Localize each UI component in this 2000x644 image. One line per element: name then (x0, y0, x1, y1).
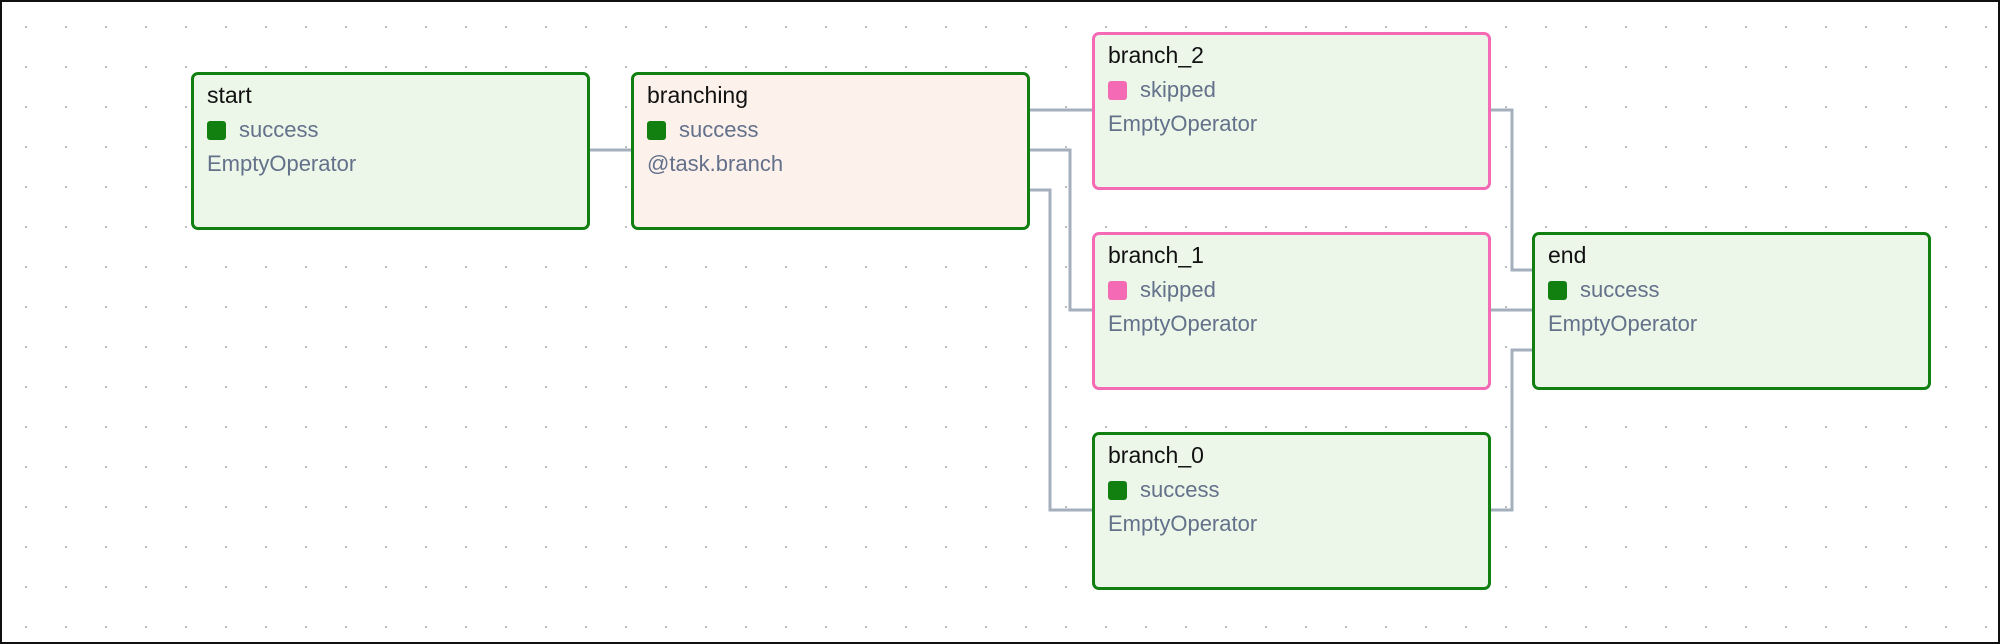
state-text: success (239, 117, 319, 142)
task-label: branching (647, 82, 749, 108)
operator-name: EmptyOperator (1108, 111, 1258, 136)
task-state: success (647, 116, 758, 144)
state-square-icon (647, 120, 666, 140)
edge-branch_0-end (1491, 348, 1533, 512)
state-square-icon (207, 120, 226, 140)
task-state: skipped (1108, 76, 1216, 104)
state-text: success (1140, 477, 1220, 502)
edge-branching-branch_0 (1029, 188, 1093, 512)
task-label: branch_2 (1108, 42, 1204, 68)
task-node-branch_0[interactable]: branch_0 success EmptyOperator (1092, 432, 1491, 590)
state-square-icon (1108, 80, 1127, 100)
task-node-branch_2[interactable]: branch_2 skipped EmptyOperator (1092, 32, 1491, 190)
task-label: branch_1 (1108, 242, 1204, 268)
edge-branching-branch_1 (1029, 148, 1093, 312)
task-state: success (1548, 276, 1659, 304)
task-state: success (207, 116, 318, 144)
task-node-end[interactable]: end success EmptyOperator (1532, 232, 1931, 390)
state-square-icon (1108, 280, 1127, 300)
state-text: success (679, 117, 759, 142)
task-node-branch_1[interactable]: branch_1 skipped EmptyOperator (1092, 232, 1491, 390)
operator-name: EmptyOperator (207, 151, 357, 176)
state-square-icon (1108, 480, 1127, 500)
task-state: skipped (1108, 276, 1216, 304)
task-label: end (1548, 242, 1587, 268)
operator-name: @task.branch (647, 151, 784, 176)
state-square-icon (1548, 280, 1567, 300)
state-text: success (1580, 277, 1660, 302)
state-text: skipped (1140, 277, 1216, 302)
task-label: branch_0 (1108, 442, 1204, 468)
state-text: skipped (1140, 77, 1216, 102)
task-state: success (1108, 476, 1219, 504)
edge-branch_2-end (1491, 108, 1533, 272)
operator-name: EmptyOperator (1108, 511, 1258, 536)
task-node-start[interactable]: start success EmptyOperator (191, 72, 590, 230)
operator-name: EmptyOperator (1548, 311, 1698, 336)
operator-name: EmptyOperator (1108, 311, 1258, 336)
task-node-branching[interactable]: branching success @task.branch (631, 72, 1030, 230)
task-label: start (207, 82, 252, 108)
